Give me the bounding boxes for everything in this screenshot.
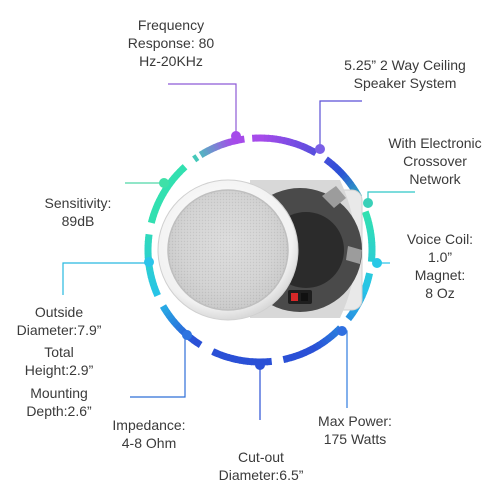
terminal-red [291,293,298,301]
ring-segment-7 [159,304,168,312]
leader-crossover [367,191,415,203]
ring-segment-10 [192,154,200,163]
label-speaker-system: 5.25” 2 Way Ceiling Speaker System [344,57,466,91]
grill-rim [167,189,289,311]
mounting-clamp-right [346,246,362,264]
dot-crossover [363,198,373,208]
dot-system [315,144,325,154]
leader-mounting [130,334,187,398]
leader-maxpower [342,330,348,408]
ring-segment-0 [239,135,245,144]
dot-cutout [255,360,265,370]
ring-segment-1 [310,148,318,157]
terminal-black [301,293,308,301]
ring-segment-9 [179,164,188,172]
ring-segment-4 [345,313,354,322]
connector-dots [144,131,382,370]
mounting-clamp-top [322,186,346,208]
dot-maxpower [337,326,347,336]
label-frequency-response: Frequency Response: 80 Hz-20KHz [127,17,215,69]
dot-frequency [231,131,241,141]
grill-shade [168,190,288,310]
dot-outside [144,257,154,267]
leader-system [319,100,362,147]
label-sensitivity: Sensitivity: 89dB [44,195,112,229]
label-voice-coil: Voice Coil: 1.0” Magnet: 8 Oz [406,231,474,301]
leader-outside [62,262,147,295]
dot-voicecoil [372,258,382,268]
ring-segment-6 [211,348,216,356]
label-outside-diameter: Outside Diameter:7.9” [16,304,102,338]
label-total-height: Total Height:2.9” [24,344,94,378]
ring-segment-5 [282,355,288,363]
dot-sensitivity [159,178,169,188]
leader-frequency [168,83,237,133]
label-impedance: Impedance: 4-8 Ohm [112,417,186,451]
label-crossover: With Electronic Crossover Network [388,135,482,187]
label-max-power: Max Power: 175 Watts [318,413,392,447]
ceiling-speaker-image [157,179,363,321]
dot-mounting [182,330,192,340]
label-cutout-diameter: Cut-out Diameter:6.5” [218,449,304,483]
label-mounting-depth: Mounting Depth:2.6” [26,385,92,419]
